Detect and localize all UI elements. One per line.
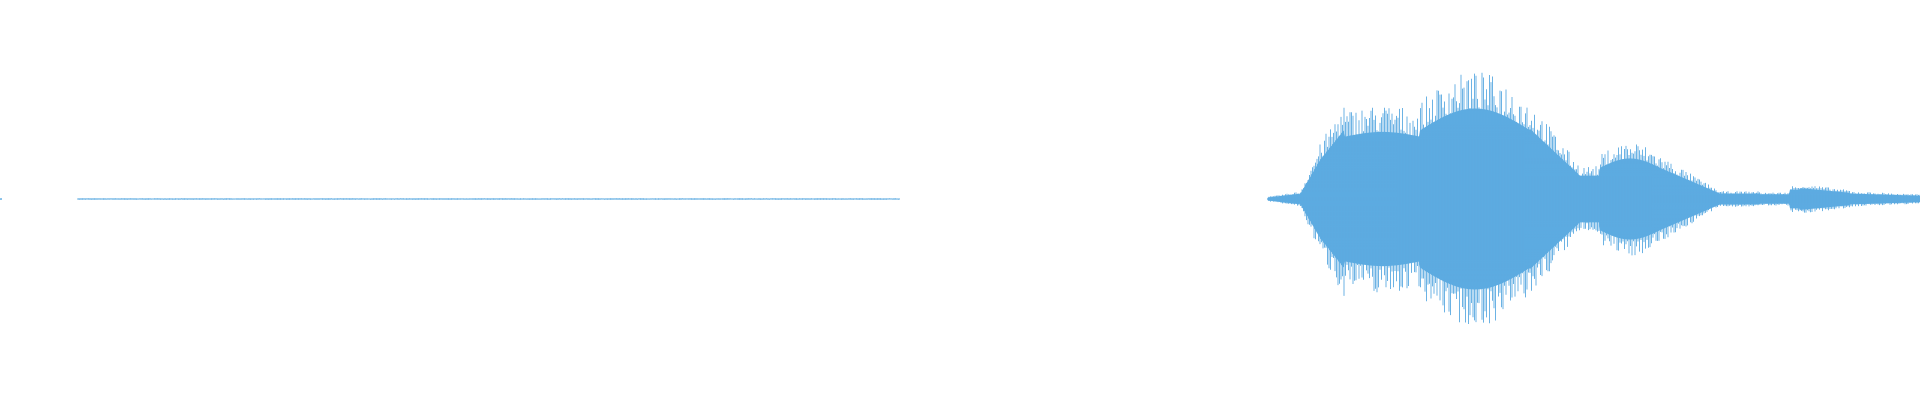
waveform-trace <box>0 72 1920 324</box>
waveform-peaks <box>0 72 1920 324</box>
